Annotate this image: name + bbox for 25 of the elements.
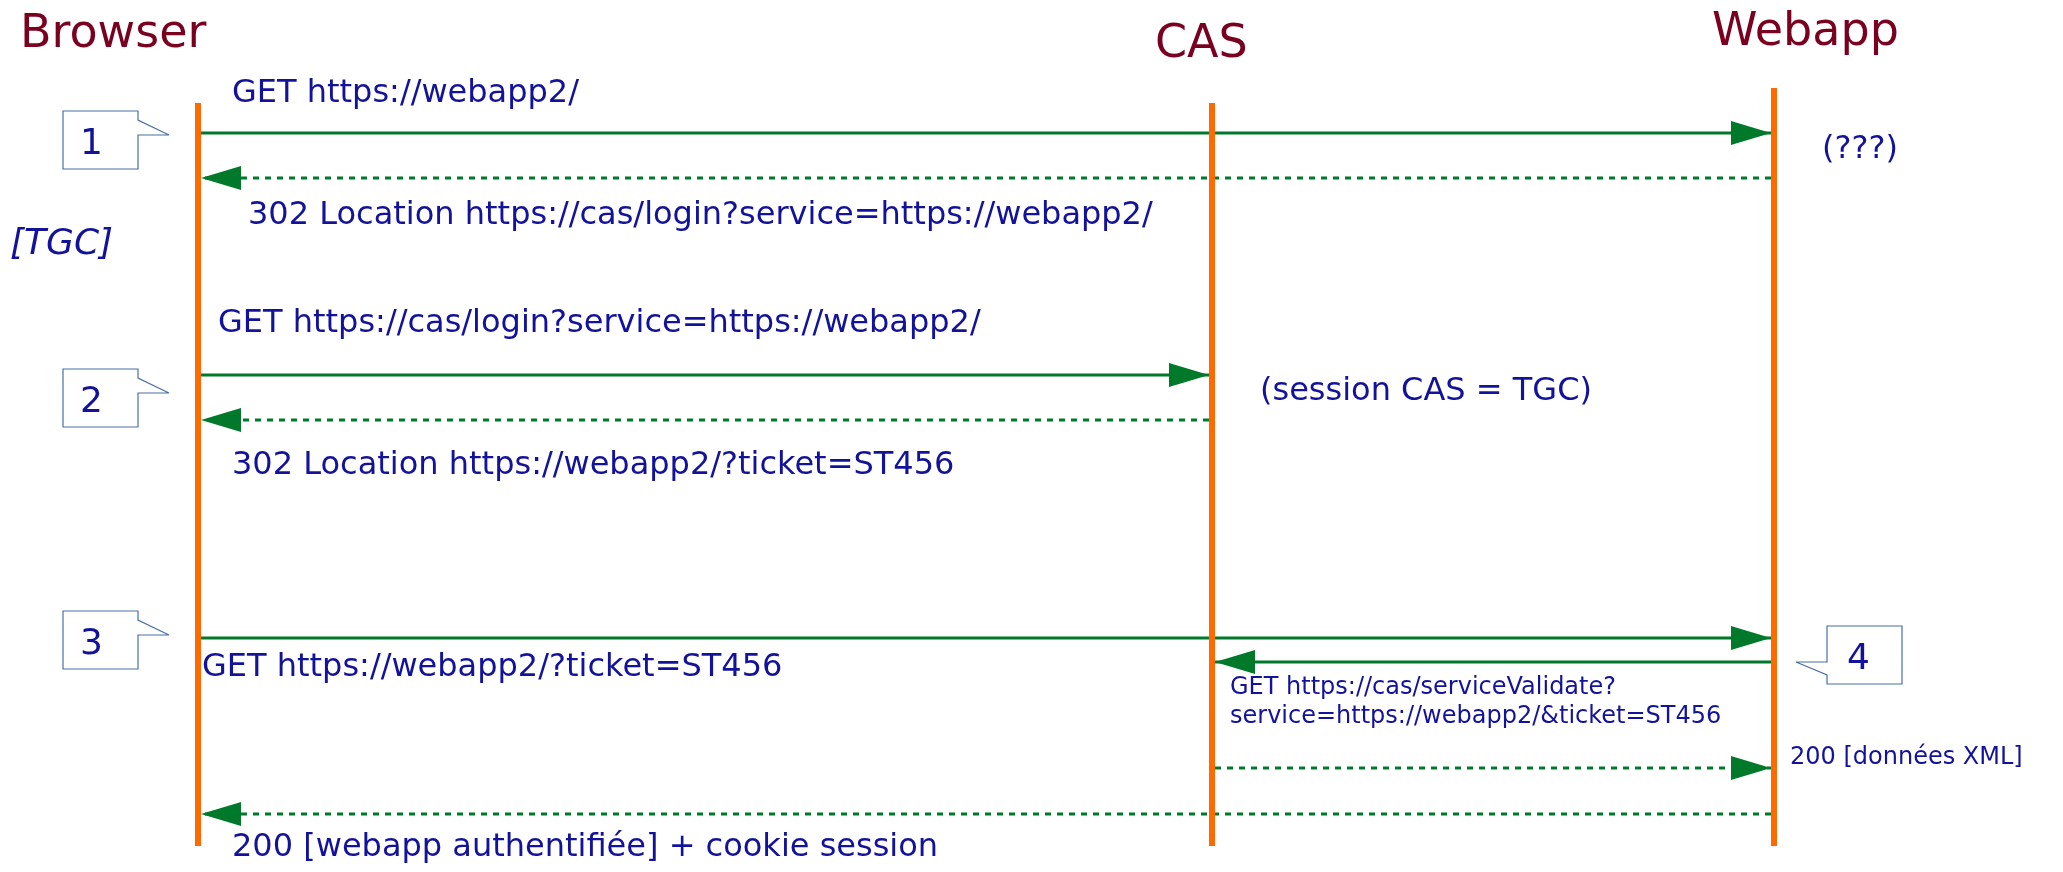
message-arrow bbox=[1215, 756, 1771, 780]
message-arrow bbox=[1215, 650, 1771, 674]
message-arrow bbox=[201, 626, 1771, 650]
note-text: (session CAS = TGC) bbox=[1260, 370, 1592, 409]
message-label: 302 Location https://cas/login?service=https://webapp2/ bbox=[248, 194, 1153, 233]
lifeline-header: CAS bbox=[1155, 18, 1248, 64]
message-arrow bbox=[201, 166, 1771, 190]
message-arrow bbox=[201, 802, 1771, 826]
message-label: 200 [webapp authentifiée] + cookie session bbox=[232, 826, 939, 865]
message-arrow bbox=[201, 408, 1209, 432]
note-text: (???) bbox=[1822, 128, 1898, 167]
message-arrow bbox=[201, 363, 1209, 387]
message-label: 200 [données XML] bbox=[1790, 742, 2024, 771]
message-label: 302 Location https://webapp2/?ticket=ST456 bbox=[232, 444, 955, 483]
message-label: GET https://cas/serviceValidate? service=https://webapp2/&ticket=ST456 bbox=[1230, 672, 1723, 730]
callout-number: 4 bbox=[1847, 635, 1870, 679]
callout-number: 2 bbox=[80, 378, 103, 422]
message-label: GET https://webapp2/?ticket=ST456 bbox=[202, 646, 783, 685]
message-label: GET https://cas/login?service=https://webapp2/ bbox=[218, 302, 981, 341]
message-label: GET https://webapp2/ bbox=[232, 72, 579, 111]
lifeline-header: Browser bbox=[20, 8, 207, 54]
callout-number: 1 bbox=[80, 120, 103, 164]
callout-number: 3 bbox=[80, 620, 103, 664]
note-text: [TGC] bbox=[10, 220, 114, 264]
message-arrow bbox=[201, 121, 1771, 145]
